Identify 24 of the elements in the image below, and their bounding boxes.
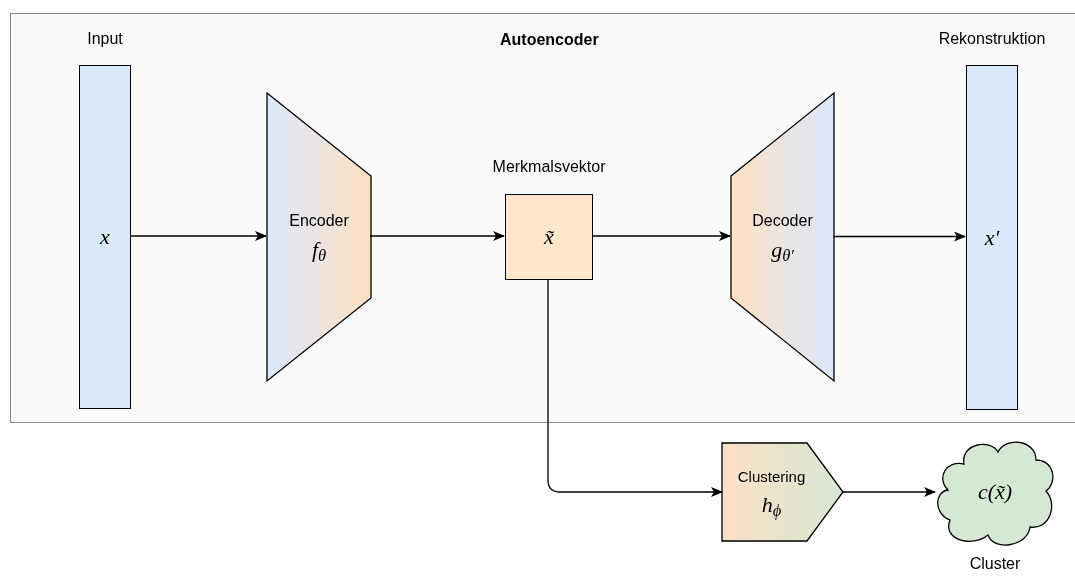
math-formula: g$_{θ′}$	[771, 239, 794, 261]
math-symbol: x	[100, 226, 110, 248]
math-formula: f$_{θ}$	[311, 239, 327, 261]
block-label: Decoder	[752, 213, 813, 229]
autoencoder-panel	[10, 13, 1075, 423]
arrow	[591, 231, 731, 241]
arrow	[369, 231, 505, 241]
decoder-trapezoid	[731, 93, 834, 381]
heading-label: Input	[87, 31, 123, 47]
caption-label: Cluster	[969, 556, 1021, 572]
heading-label: Merkmalsvektor	[492, 159, 606, 175]
arrow	[832, 231, 966, 242]
arrow	[547, 278, 723, 497]
panel-title: Autoencoder	[500, 32, 599, 48]
heading-label: Rekonstruktion	[938, 31, 1046, 47]
arrow	[129, 231, 267, 241]
math-symbol: x̃	[544, 226, 554, 248]
block-label: Encoder	[289, 213, 349, 229]
block-label: Clustering	[737, 468, 806, 484]
clustering-pentagon	[722, 443, 843, 541]
math-formula: c(x̃)	[977, 481, 1013, 503]
arrow	[842, 487, 936, 497]
math-symbol: x′	[984, 226, 1000, 249]
encoder-trapezoid	[267, 93, 371, 381]
